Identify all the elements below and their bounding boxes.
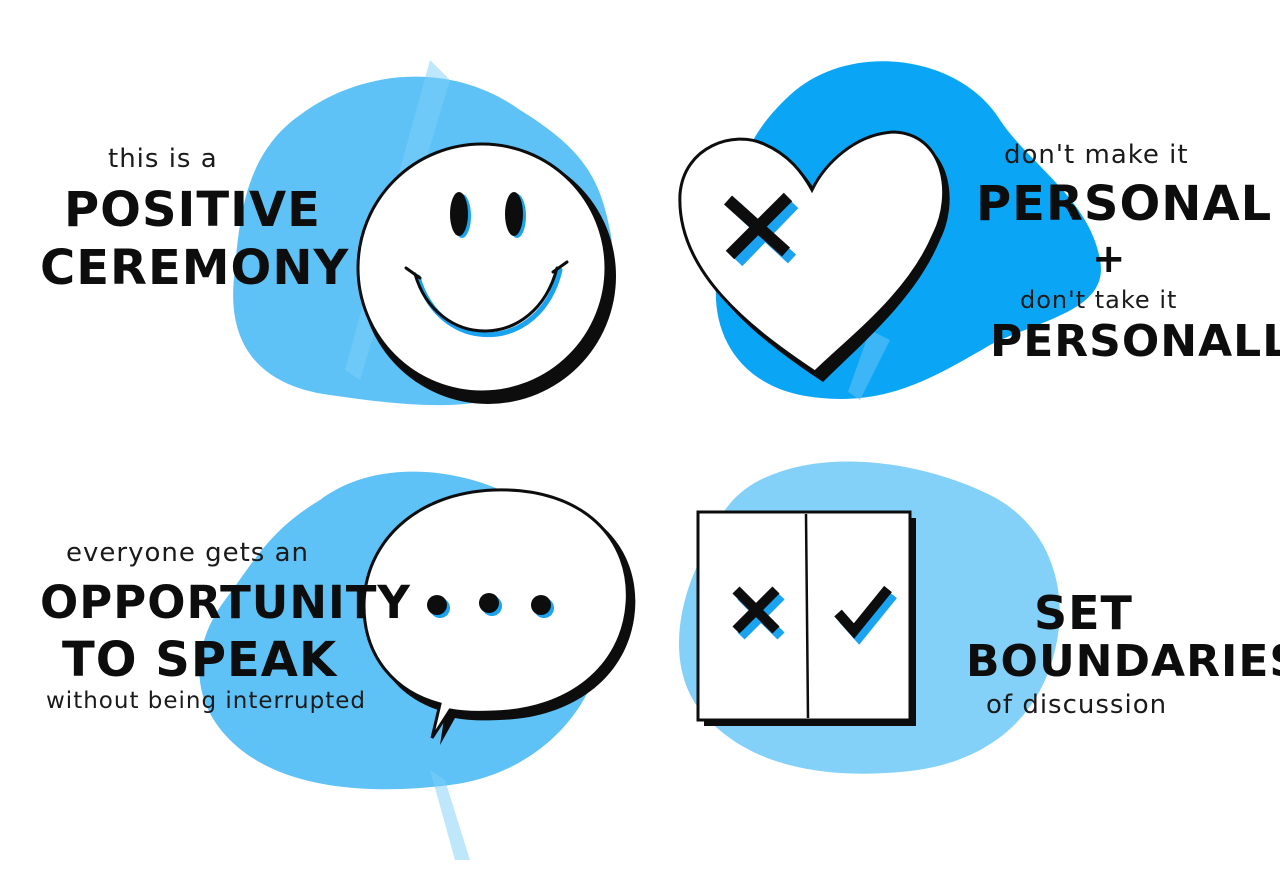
plus-sign: + [1092, 236, 1127, 282]
personal-intro: don't make it [1004, 140, 1189, 170]
personal-title: PERSONAL [976, 176, 1273, 232]
speak-outro: without being interrupted [46, 688, 366, 714]
positive-title: POSITIVE [64, 182, 321, 238]
opportunity-to-speak-panel [199, 471, 636, 860]
positive-ceremony-panel [233, 60, 616, 406]
boundaries-outro: of discussion [986, 690, 1168, 720]
blob-highlight [848, 330, 890, 400]
crossed-heart-icon [678, 130, 950, 382]
set-boundaries-panel [679, 461, 1060, 774]
ceremony-title: CEREMONY [40, 240, 350, 296]
positive-intro: this is a [108, 144, 218, 174]
speech-bubble-icon [362, 488, 636, 745]
cross-check-board-icon [696, 510, 916, 726]
personally-title: PERSONALLY [990, 316, 1280, 367]
boundaries-title: BOUNDARIES [966, 636, 1280, 687]
blob-highlight [430, 770, 470, 860]
dont-make-it-personal-panel [678, 61, 1101, 400]
to-speak-title: TO SPEAK [62, 632, 338, 688]
set-title: SET [1034, 586, 1133, 640]
speak-intro: everyone gets an [66, 538, 310, 568]
opportunity-title: OPPORTUNITY [40, 576, 412, 629]
personal-intro-2: don't take it [1020, 286, 1178, 314]
smiley-face-icon [356, 142, 616, 404]
